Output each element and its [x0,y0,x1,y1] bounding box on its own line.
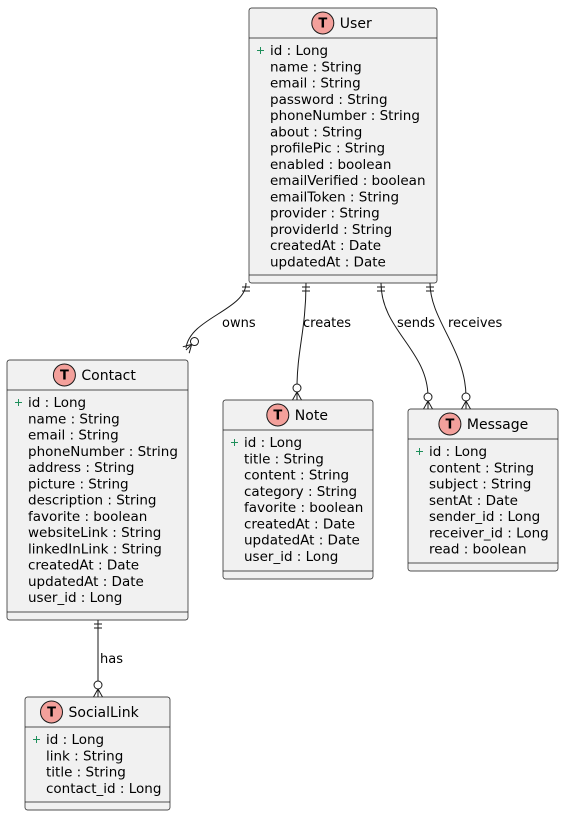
zero-or-many-icon [182,337,199,354]
attribute: phoneNumber : String [28,444,178,460]
relationship-owns: owns [182,282,256,354]
primary-key-icon [416,448,423,455]
attribute: provider : String [270,206,380,222]
attribute: createdAt : Date [28,558,139,574]
attribute: phoneNumber : String [270,108,420,124]
attribute: id : Long [28,395,86,411]
relationship-sends: sends [377,282,435,410]
attribute: name : String [28,411,120,427]
attribute: providerId : String [270,222,392,238]
zero-or-many-icon [292,383,302,401]
attribute: link : String [46,748,123,764]
attribute: name : String [270,59,362,75]
exactly-one-icon [94,623,102,629]
attribute: user_id : Long [28,590,122,606]
primary-key-icon [33,736,40,743]
attribute: title : String [46,765,126,781]
stereotype-letter: T [318,17,327,32]
attribute: linkedInLink : String [28,541,162,557]
entity-box [407,408,559,572]
attribute: picture : String [28,476,129,492]
relationship-receives: receives [426,282,503,410]
table-stereotype-icon: T [266,403,290,427]
exactly-one-icon [302,286,310,292]
primary-key-icon [231,439,238,446]
attribute: receiver_id : Long [429,525,549,541]
attribute: createdAt : Date [270,238,381,254]
relationship-line [380,282,429,398]
relationship-line [296,282,307,389]
attribute: createdAt : Date [244,516,355,532]
attribute: contact_id : Long [46,781,161,797]
attribute: updatedAt : Date [270,254,386,270]
table-stereotype-icon: T [438,412,462,436]
table-stereotype-icon: T [40,700,63,724]
zero-or-many-icon [461,392,471,410]
attribute: updatedAt : Date [28,574,144,590]
attribute: email : String [28,428,119,444]
attribute: id : Long [429,444,487,460]
exactly-one-icon [377,286,385,292]
attribute: title : String [244,451,324,467]
attribute: password : String [270,92,388,108]
entity-title: SocialLink [69,705,140,721]
zero-or-many-icon [93,680,103,698]
relationship-label: creates [303,316,351,331]
attribute: favorite : boolean [244,500,363,516]
table-stereotype-icon: T [311,11,335,35]
attribute: read : boolean [429,542,527,558]
relationship-label: has [100,652,123,667]
relationship-line [429,282,467,398]
primary-key-icon [257,47,264,54]
entity-box [248,7,438,284]
exactly-one-icon [242,286,250,292]
attribute: updatedAt : Date [244,533,360,549]
stereotype-letter: T [60,369,69,384]
attribute: emailVerified : boolean [270,173,426,189]
attribute: enabled : boolean [270,157,391,173]
relationship-label: receives [448,316,503,331]
attribute: address : String [28,460,134,476]
entity-title: User [340,16,372,32]
primary-key-icon [15,399,22,406]
relationship-has: has [93,620,123,698]
exactly-one-icon [426,286,434,292]
zero-or-many-icon [423,392,433,410]
entity-title: Message [467,417,528,433]
relationship-creates: creates [292,282,351,401]
attribute: content : String [429,460,534,476]
attribute: category : String [244,484,357,500]
stereotype-letter: T [445,418,454,433]
attribute: id : Long [244,435,302,451]
attribute: email : String [270,76,361,92]
stereotype-letter: T [273,409,282,424]
attribute: user_id : Long [244,549,338,565]
attribute: id : Long [270,43,328,59]
attribute: websiteLink : String [28,525,161,541]
attribute: description : String [28,493,156,509]
relationship-label: owns [222,316,256,331]
entity-title: Note [295,408,328,424]
attribute: emailToken : String [270,189,399,205]
attribute: about : String [270,124,362,140]
attribute: favorite : boolean [28,509,147,525]
entity-title: Contact [81,368,136,384]
attribute: profilePic : String [270,141,385,157]
table-stereotype-icon: T [52,363,76,387]
stereotype-letter: T [47,706,56,721]
attribute: id : Long [46,732,104,748]
attribute: sentAt : Date [429,493,518,509]
attribute: content : String [244,468,349,484]
attribute: sender_id : Long [429,509,540,525]
attribute: subject : String [429,477,531,493]
relationship-label: sends [397,316,435,331]
entity-box [222,399,374,580]
